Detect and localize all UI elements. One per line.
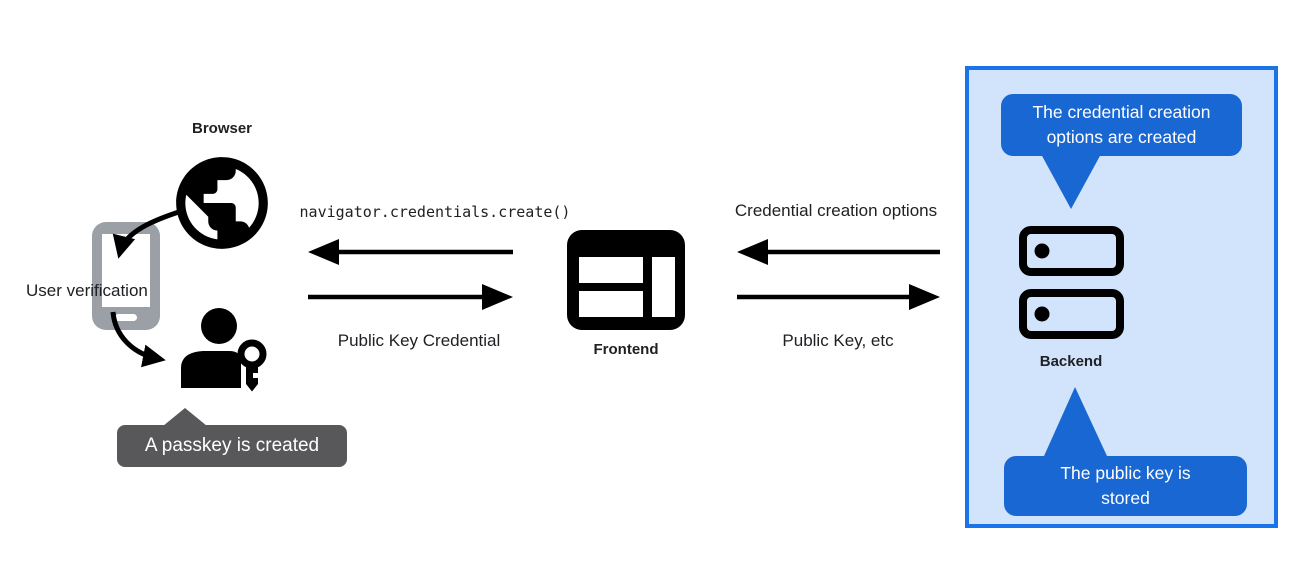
arrow-frontend-to-backend-icon xyxy=(737,284,940,310)
arrow-frontend-to-browser-icon xyxy=(308,239,513,265)
credential-options-created-bubble: The credential creation options are crea… xyxy=(1001,94,1242,156)
curved-arrows xyxy=(110,207,186,368)
bubble-pointer-up xyxy=(1044,387,1107,456)
public-key-etc-label: Public Key, etc xyxy=(782,331,894,350)
backend-panel: The credential creation options are crea… xyxy=(965,66,1278,528)
user-verification-label: User verification xyxy=(26,281,148,300)
arrow-phone-to-passkey-icon xyxy=(110,311,166,368)
public-key-credential-label: Public Key Credential xyxy=(337,331,501,350)
browser-label: Browser xyxy=(191,120,253,137)
credential-options-created-text: The credential creation options are crea… xyxy=(1032,102,1211,147)
arrow-browser-to-frontend-icon xyxy=(308,284,513,310)
create-call-label: navigator.credentials.create() xyxy=(299,203,571,221)
frontend-window-icon xyxy=(567,230,685,330)
public-key-stored-bubble: The public key is stored xyxy=(1004,456,1247,516)
passkey-tooltip-text: A passkey is created xyxy=(144,435,320,456)
passkey-tooltip: A passkey is created xyxy=(117,408,347,467)
public-key-stored-text: The public key is stored xyxy=(1060,463,1191,508)
backend-label: Backend xyxy=(1039,353,1103,370)
credential-creation-options-label: Credential creation options xyxy=(734,201,938,220)
frontend-label: Frontend xyxy=(593,341,659,358)
backend-server-icon xyxy=(1019,226,1124,339)
browser-globe-icon xyxy=(176,157,268,249)
bubble-pointer-down xyxy=(1041,154,1101,209)
user-passkey-icon xyxy=(181,308,267,392)
arrow-backend-to-frontend-icon xyxy=(737,239,940,265)
arrow-globe-to-phone-icon xyxy=(112,207,186,259)
phone-icon xyxy=(92,222,160,330)
